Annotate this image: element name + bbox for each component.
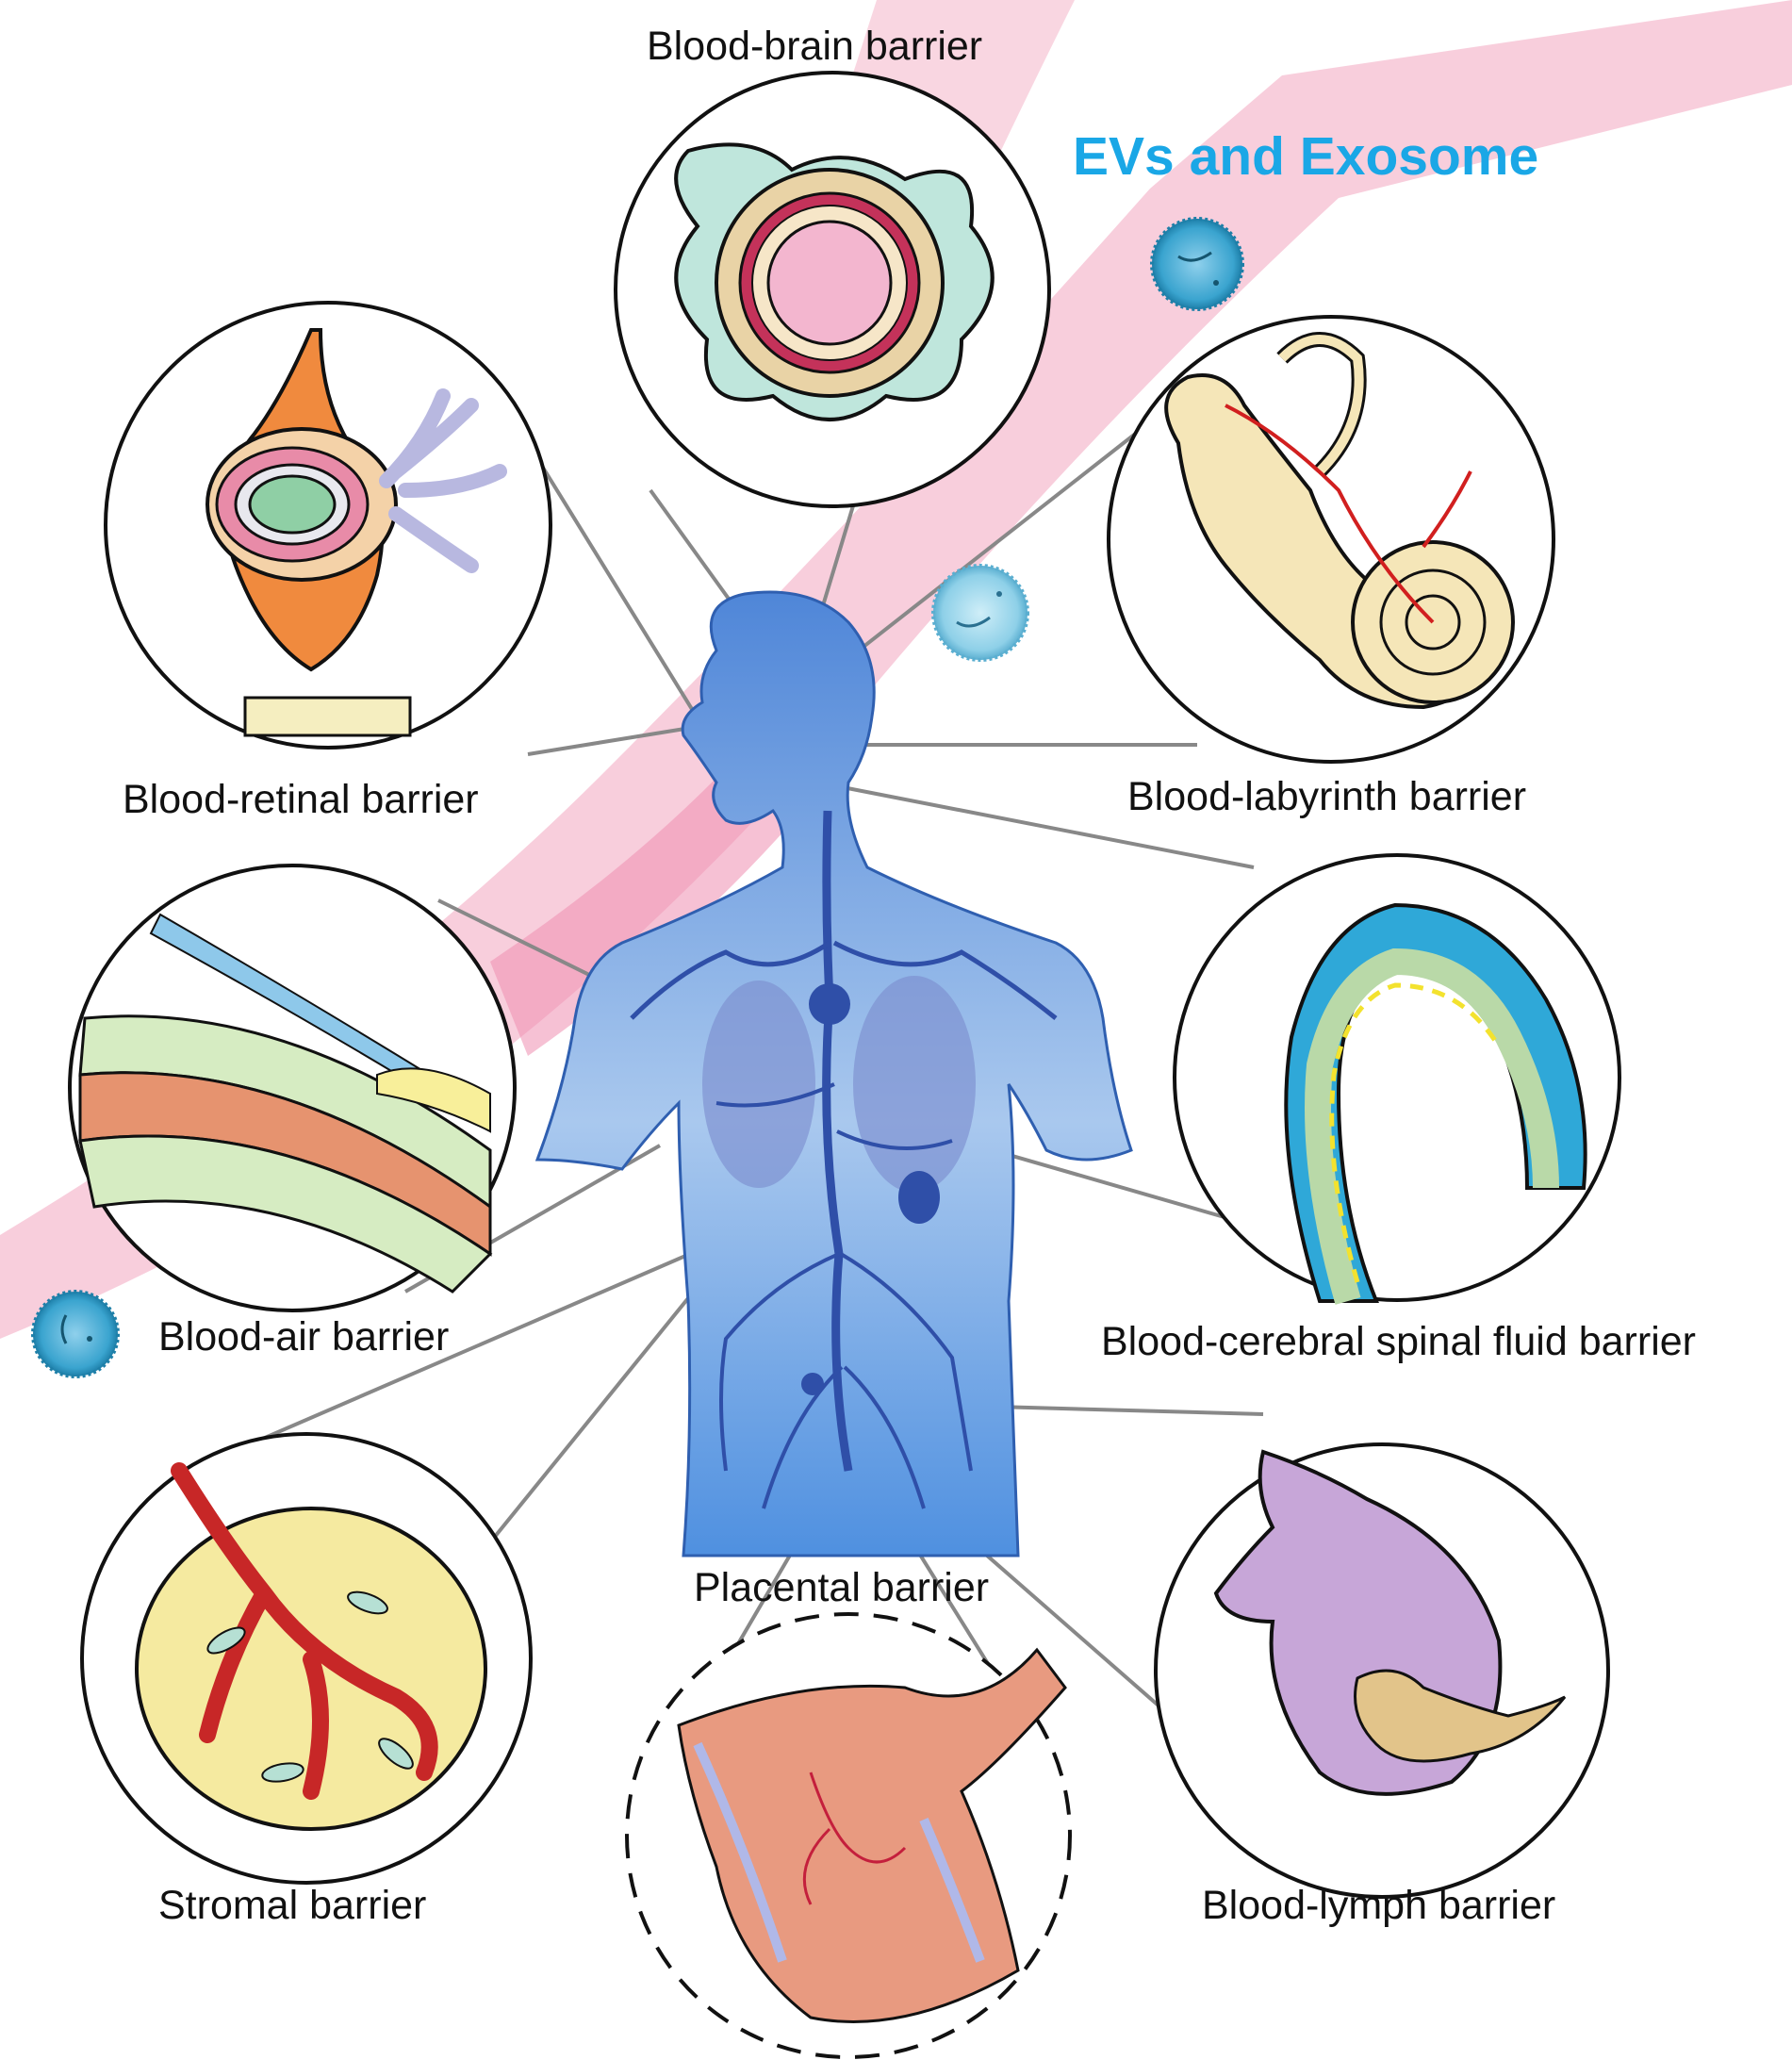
label-blood-lymph-barrier: Blood-lymph barrier (1202, 1883, 1556, 1928)
stromal-barrier-circle (80, 1432, 533, 1885)
stromal-tissue-icon (135, 1462, 487, 1831)
label-blood-retinal-barrier: Blood-retinal barrier (123, 777, 479, 822)
label-blood-air-barrier: Blood-air barrier (158, 1314, 450, 1360)
diagram-title: EVs and Exosome (1073, 126, 1539, 187)
label-blood-csf-barrier: Blood-cerebral spinal fluid barrier (1101, 1319, 1696, 1364)
blood-lymph-barrier-circle (1154, 1442, 1610, 1899)
exosome-3 (31, 1290, 120, 1378)
choroid-plexus-icon (1284, 902, 1587, 1305)
exosome-2 (931, 564, 1029, 662)
label-stromal-barrier: Stromal barrier (158, 1883, 427, 1928)
exosome-1 (1150, 217, 1244, 311)
blood-brain-barrier-circle (614, 71, 1051, 508)
lymph-node-icon (1213, 1449, 1567, 1796)
label-blood-labyrinth-barrier: Blood-labyrinth barrier (1127, 774, 1527, 819)
blood-retinal-barrier-circle (104, 301, 552, 750)
label-placental-barrier: Placental barrier (694, 1565, 990, 1610)
alveolar-wall-icon (78, 913, 493, 1294)
retinal-capillary-icon (206, 328, 507, 737)
human-body-figure (534, 590, 1133, 1557)
label-blood-brain-barrier: Blood-brain barrier (647, 24, 983, 69)
placental-villus-icon (677, 1647, 1067, 2023)
inner-ear-icon (1164, 332, 1515, 710)
placental-barrier-circle (625, 1612, 1072, 2059)
blood-csf-barrier-circle (1173, 853, 1621, 1305)
blood-air-barrier-circle (68, 864, 517, 1312)
blood-labyrinth-barrier-circle (1107, 315, 1555, 764)
neurovascular-unit-icon (674, 142, 995, 421)
